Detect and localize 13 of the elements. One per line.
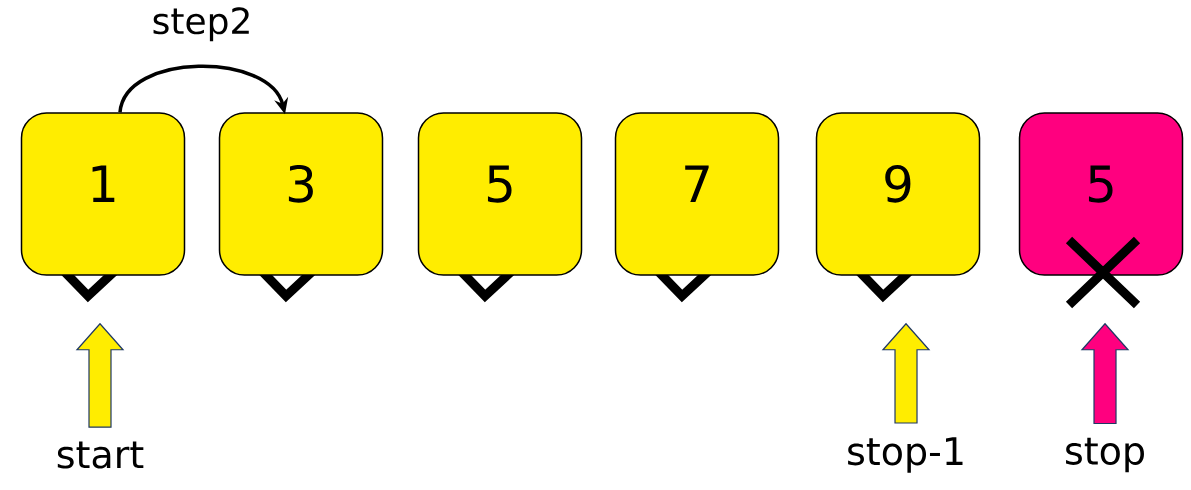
number-box: 5 (1018, 112, 1184, 276)
block-arrow (1080, 322, 1130, 425)
block-arrow (881, 322, 931, 424)
number-box: 3 (218, 112, 384, 276)
pointer-label: stop-1 (848, 437, 963, 473)
edge-label: step2 (153, 7, 249, 42)
number-box: 5 (417, 112, 583, 276)
pointer-label: start (57, 441, 144, 469)
number-box: 9 (815, 112, 981, 276)
pointer-label: stop (1066, 437, 1144, 473)
block-arrow (75, 322, 125, 428)
number-box: 7 (614, 112, 780, 276)
number-box: 1 (20, 112, 186, 276)
